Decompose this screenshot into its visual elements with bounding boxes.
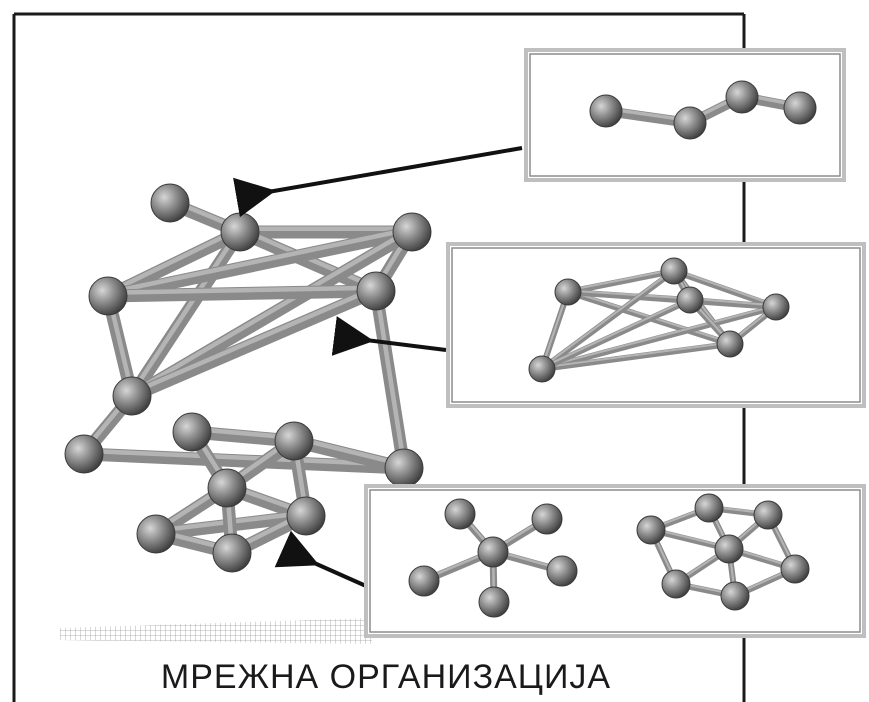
main-network [64,183,432,573]
inset-star-network [408,498,578,618]
allchannel-link-highlight [540,297,692,369]
main-node [356,271,396,311]
allchannel-link-highlight [566,268,676,292]
allchannel-link [539,297,693,372]
allchannel-node [660,257,688,285]
main-node [88,276,128,316]
wheel-node [714,534,744,564]
main-link [101,284,383,303]
allchannel-link [539,304,779,372]
main-link [77,447,411,475]
star-node [478,586,510,618]
diagram-caption: МРЕЖНА ОРГАНИЗАЦИЈА [161,658,611,696]
main-node [172,412,212,452]
allchannel-link [565,289,693,303]
allchannel-link-highlight [672,268,778,307]
main-link-highlight [105,226,415,296]
chain-node [673,106,707,140]
allchannel-link-highlight [566,289,692,300]
main-link-highlight [105,226,243,296]
main-node [384,448,424,488]
allchannel-link [687,297,779,310]
star-node [444,498,476,530]
inset-all-channel-network [528,257,790,383]
main-link [125,225,419,403]
arrow-to-bottom-cluster [274,530,367,588]
allchannel-link [539,341,733,372]
main-link [125,284,383,403]
wheel-node [780,554,810,584]
allchannel-node [554,278,582,306]
allchannel-node [762,293,790,321]
chain-nodes [589,80,817,140]
chain-node [783,91,817,125]
chain-node [725,80,759,114]
arrow-to-mid-cluster [331,316,447,356]
star-nodes [408,498,578,618]
wheel-node [661,569,691,599]
chain-node [589,94,623,128]
main-nodes [64,183,432,573]
main-links [77,196,419,560]
main-node [136,514,176,554]
allchannel-link-highlight [540,268,676,369]
main-node [150,183,190,223]
main-node [112,376,152,416]
allchannel-link [671,268,779,310]
main-node [212,533,252,573]
star-node [546,555,578,587]
main-node [207,468,247,508]
main-node [220,212,260,252]
allchannel-link-highlight [540,304,778,369]
wheel-node [720,581,750,611]
allchannel-node [528,355,556,383]
arrow-to-top-cluster [233,146,523,218]
main-node [64,434,104,474]
star-node [408,565,440,597]
main-node [286,496,326,536]
wheel-node [636,515,666,545]
main-link [233,225,383,298]
inset-wheel-network [636,493,810,611]
inset-all-channel-panel [446,242,866,408]
wheel-node [694,493,724,523]
allchannel-link [539,268,677,372]
floor-grid-shadow [60,618,372,644]
main-node [274,421,314,461]
star-node [531,503,563,535]
inset-chain-network [589,80,817,140]
main-link-highlight [373,285,407,468]
allchannel-node [676,286,704,314]
wheel-nodes [636,493,810,611]
star-node [477,536,509,568]
main-link [101,225,419,303]
main-link-highlight [81,448,407,468]
allchannel-nodes [528,257,790,383]
allchannel-link-highlight [540,341,732,369]
main-link-highlight [105,285,379,296]
main-link-highlight [129,285,379,396]
main-node [392,212,432,252]
allchannel-node [716,330,744,358]
inset-chain-panel [524,48,846,182]
main-link-highlight [129,226,415,396]
main-link-highlight [129,226,243,396]
inset-star-wheel-panel [364,484,866,638]
allchannel-link-highlight [688,297,778,307]
allchannel-link [565,268,677,295]
wheel-node [753,500,783,530]
